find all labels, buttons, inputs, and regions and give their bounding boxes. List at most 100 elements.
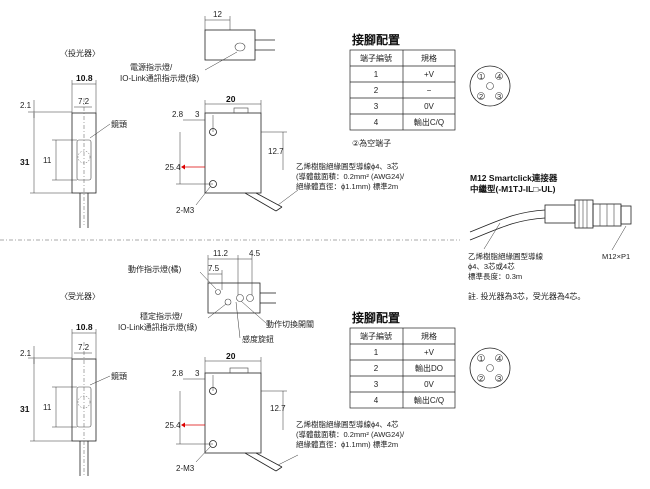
emitter-cable-line-1: 乙烯樹脂絕緣圓型導線ϕ4、3芯 (296, 161, 399, 171)
emitter-led-label-1: 電源指示燈/ (130, 62, 173, 72)
emitter-side-cable (244, 192, 277, 212)
receiver-side-cable-end (275, 466, 283, 472)
emitter-side-cable-end (275, 206, 283, 212)
receiver-top-view: 11.2 4.5 7.5 動作指示燈(橘) 穩定指示燈/ IO-Link通訊指示… (118, 249, 314, 344)
receiver-dim-31: 31 (20, 404, 30, 414)
emitter-led-label-2: IO-Link通訊指示燈(綠) (120, 73, 199, 83)
leader-lens (89, 123, 111, 139)
connector-outline (469, 65, 511, 107)
connector-pin-label: 1 (479, 354, 483, 363)
pin-table-receiver: 接腳配置 端子編號 規格 1 +V 2 輸出DO 3 0V 4 輸出C/Q (349, 310, 456, 409)
table-header: 規格 (421, 331, 437, 341)
connector-pin-label: 3 (497, 92, 501, 101)
connector-cable-line-3: 標準長度：0.3m (468, 271, 522, 281)
connector-note: 註. 投光器為3芯，受光器為4芯。 (468, 291, 585, 301)
leader-m3 (195, 186, 211, 206)
connector-tip (620, 205, 632, 225)
leader-lens (89, 375, 111, 386)
table-cell: − (427, 86, 432, 95)
receiver-lens-label: 鏡頭 (111, 371, 127, 381)
receiver-dim-7-2: 7.2 (78, 343, 90, 352)
receiver-side-body (204, 372, 262, 454)
leader-op-led (199, 271, 217, 290)
connector-pin (495, 92, 503, 100)
table-cell: 2 (374, 364, 379, 373)
receiver-front-view: 10.8 7.2 2.1 31 11 鏡頭 (20, 322, 127, 476)
emitter-dim-12: 12 (213, 10, 222, 19)
leader-m3 (195, 446, 211, 463)
emitter-dim-7-2: 7.2 (78, 97, 90, 106)
emitter-dim-31: 31 (20, 157, 30, 167)
emitter-side-body (204, 112, 262, 194)
table-header: 端子編號 (360, 53, 392, 63)
emitter-label: 〈投光器〉 (60, 48, 100, 58)
emitter-cable-line-2: (導體截面積：0.2mm² (AWG24)/ (296, 171, 405, 181)
table-cell: +V (424, 70, 435, 79)
emitter-dim-2-1: 2.1 (20, 101, 32, 110)
connector-pin (486, 82, 494, 90)
connector-cable (469, 209, 546, 233)
table-header: 規格 (421, 53, 437, 63)
connector-thread-label: M12×P1 (602, 252, 630, 261)
connector-pin-label: 2 (479, 374, 483, 383)
leader-cable (277, 454, 299, 466)
emitter-dim-2-8: 2.8 (172, 110, 184, 119)
table-cell: 輸出DO (415, 363, 443, 373)
receiver-dim-2-8: 2.8 (172, 369, 184, 378)
receiver-top-stab-led (224, 298, 232, 306)
table-cell: 1 (374, 348, 379, 357)
connector-pin-label: 3 (497, 374, 501, 383)
emitter-top-body (204, 29, 256, 61)
leader-thread (611, 225, 627, 251)
table-cell: 3 (374, 380, 379, 389)
connector-grip (574, 199, 594, 229)
emitter-dim-10-8: 10.8 (76, 73, 93, 83)
pin-table-emitter-title: 接腳配置 (352, 32, 400, 47)
table-cell: 0V (424, 380, 434, 389)
receiver-label: 〈受光器〉 (60, 291, 100, 301)
table-border (349, 49, 456, 131)
connector-title-2: 中繼型(-M1TJ-IL□-UL) (470, 184, 556, 194)
leader-sens-knob (235, 301, 241, 339)
connector-face-emitter: 1 4 2 3 (469, 65, 511, 107)
table-cell: 輸出C/Q (414, 395, 444, 405)
connector-cable-line-1: 乙烯樹脂絕緣圓型導線 (468, 251, 543, 261)
receiver-dim-7-5: 7.5 (208, 264, 220, 273)
emitter-side-cable (255, 192, 283, 208)
leader-stab-led (207, 303, 227, 319)
leader-cable (277, 189, 299, 206)
connector-title-1: M12 Smartclick連接器 (470, 173, 558, 183)
table-header: 端子編號 (360, 331, 392, 341)
table-cell: 3 (374, 102, 379, 111)
emitter-red-arrowhead (181, 164, 185, 170)
emitter-side-view: 20 2.8 3 12.7 25.4 2-M3 乙烯樹脂絕緣圓型導線ϕ4、3芯 … (165, 94, 405, 215)
pin-table-emitter: 接腳配置 端子編號 規格 1 +V 2 − 3 0V 4 輸出C/Q ②為空端子 (349, 32, 456, 148)
emitter-dim-11: 11 (43, 156, 52, 165)
connector-pin-label: 2 (479, 92, 483, 101)
table-cell: 2 (374, 86, 379, 95)
receiver-side-cable (255, 452, 283, 468)
leader-mode-switch (240, 300, 267, 324)
connector-cable (469, 217, 546, 241)
receiver-mount-label: 2-M3 (176, 464, 195, 473)
receiver-dim-25-4: 25.4 (165, 421, 181, 430)
receiver-dim-2-1: 2.1 (20, 349, 32, 358)
receiver-dim-3: 3 (195, 369, 200, 378)
connector-pin-label: 4 (497, 72, 501, 81)
receiver-top-body (207, 282, 261, 314)
connector-cable-line-2: ϕ4、3芯或4芯 (468, 261, 515, 271)
emitter-top-led (234, 42, 246, 52)
table-cell: 1 (374, 70, 379, 79)
table-border (349, 327, 456, 409)
connector-pin (495, 354, 503, 362)
connector-outline (469, 347, 511, 389)
leader-led (204, 51, 238, 71)
receiver-red-arrowhead (181, 422, 185, 428)
connector-face-receiver: 1 4 2 3 (469, 347, 511, 389)
connector-pin (495, 374, 503, 382)
table-cell: 輸出C/Q (414, 117, 444, 127)
receiver-cable-line-2: (導體截面積：0.2mm² (AWG24)/ (296, 429, 405, 439)
emitter-mount-label: 2-M3 (176, 206, 195, 215)
emitter-front-view: 10.8 7.2 2.1 31 11 鏡頭 (20, 73, 127, 228)
